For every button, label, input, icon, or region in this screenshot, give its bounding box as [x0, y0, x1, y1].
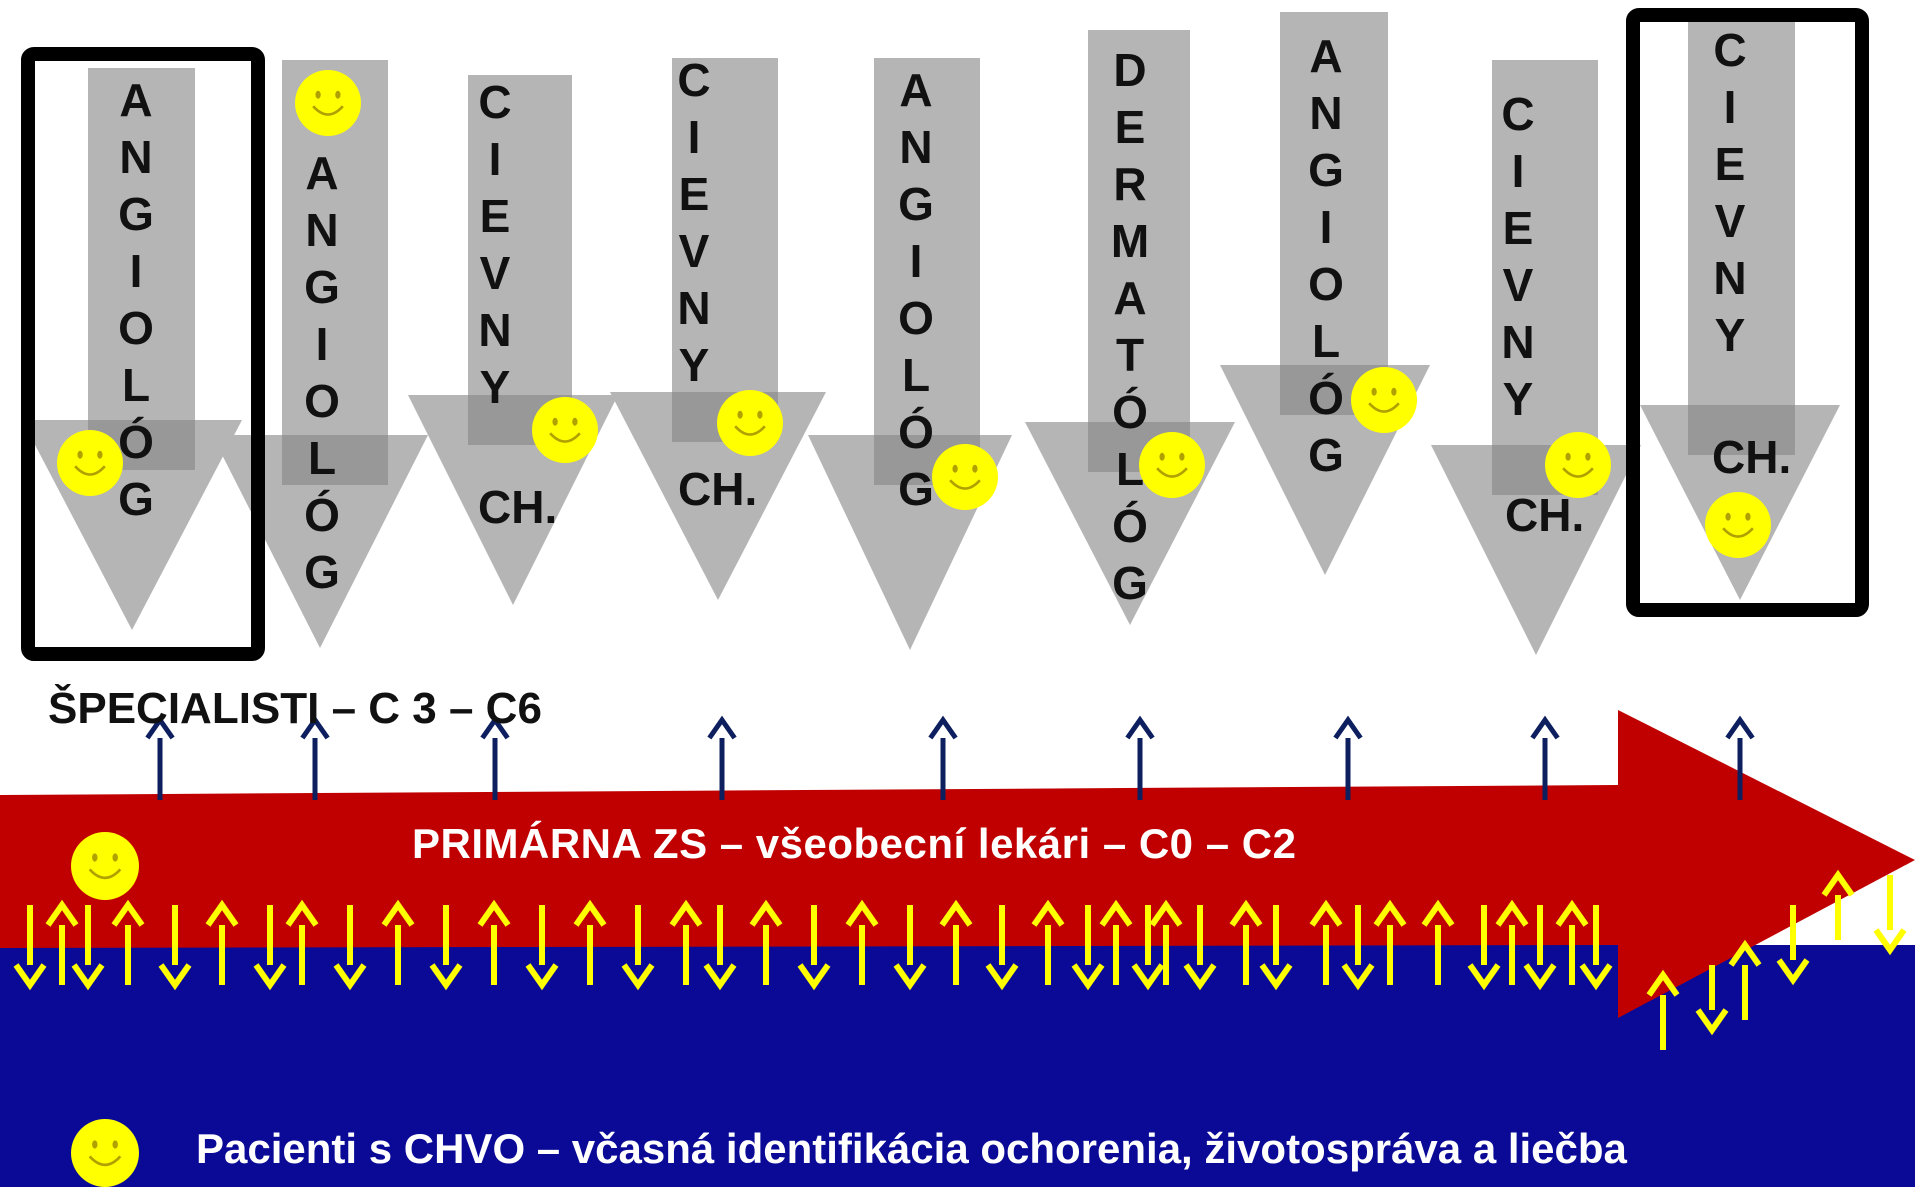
- primarna-label: PRIMÁRNA ZS – všeobecní lekári – C0 – C2: [412, 820, 1297, 867]
- up-arrow-icon: [939, 899, 973, 985]
- down-arrow-icon: [797, 905, 831, 991]
- up-arrow-icon: [1728, 939, 1762, 1020]
- up-arrow-icon: [1373, 899, 1407, 985]
- up-arrow-icon: [381, 899, 415, 985]
- down-arrow-icon: [621, 905, 655, 991]
- specialist-letters-6: D E R M A T Ó L Ó G: [1110, 44, 1150, 609]
- down-arrow-icon: [893, 905, 927, 991]
- down-arrow-icon: [71, 905, 105, 991]
- down-arrow-icon: [1695, 965, 1729, 1036]
- up-arrow-icon: [1333, 715, 1363, 800]
- smiley-icon: [532, 397, 598, 463]
- specialist-letters-5: A N G I O L Ó G: [898, 64, 934, 515]
- up-arrow-icon: [45, 899, 79, 985]
- up-arrow-icon: [1646, 969, 1680, 1050]
- smiley-icon: [57, 430, 123, 496]
- smiley-icon: [1139, 432, 1205, 498]
- down-arrow-icon: [1579, 905, 1613, 991]
- up-arrow-icon: [145, 715, 175, 800]
- specialist-suffix-4: CH.: [678, 463, 758, 515]
- patient-flow-arrows: [13, 869, 1907, 1050]
- up-arrow-icon: [300, 715, 330, 800]
- down-arrow-icon: [525, 905, 559, 991]
- specialist-suffix-9: CH.: [1712, 431, 1792, 483]
- up-arrow-icon: [480, 715, 510, 800]
- up-arrow-icon: [1149, 899, 1183, 985]
- smiley-icon: [1705, 492, 1771, 558]
- smiley-icon: [932, 444, 998, 510]
- up-arrow-icon: [285, 899, 319, 985]
- down-arrow-icon: [1873, 875, 1907, 956]
- up-arrow-icon: [669, 899, 703, 985]
- highlight-box-left: [21, 47, 265, 661]
- up-arrow-icon: [845, 899, 879, 985]
- up-arrow-icon: [1555, 899, 1589, 985]
- specialist-letters-1: A N G I O L Ó G: [118, 74, 154, 525]
- specialist-letters-4: C I E V N Y: [677, 54, 711, 391]
- up-arrow-icon: [928, 715, 958, 800]
- specialist-letters-7: A N G I O L Ó G: [1308, 30, 1344, 481]
- up-arrow-icon: [1421, 899, 1455, 985]
- smiley-icon: [1351, 367, 1417, 433]
- pacienti-label: Pacienti s CHVO – včasná identifikácia o…: [196, 1125, 1627, 1172]
- up-arrow-icon: [1031, 899, 1065, 985]
- up-arrow-icon: [1725, 715, 1755, 800]
- smiley-icons: [57, 70, 1771, 1187]
- highlight-box-right: [1626, 8, 1869, 617]
- down-arrow-icon: [1071, 905, 1105, 991]
- up-arrow-icon: [749, 899, 783, 985]
- up-arrow-icon: [1229, 899, 1263, 985]
- down-arrow-icon: [985, 905, 1019, 991]
- up-arrow-icon: [1309, 899, 1343, 985]
- specialist-suffix-3: CH.: [478, 481, 558, 533]
- down-arrow-icon: [1341, 905, 1375, 991]
- specialist-letters-8: C I E V N Y: [1501, 88, 1535, 425]
- smiley-icon: [71, 1119, 139, 1187]
- specialisti-label: ŠPECIALISTI – C 3 – C6: [48, 684, 542, 733]
- up-arrow-icon: [1495, 899, 1529, 985]
- smiley-icon: [717, 390, 783, 456]
- down-arrow-icon: [1776, 905, 1810, 986]
- highlight-boxes: [21, 8, 1869, 661]
- down-arrow-icon: [158, 905, 192, 991]
- down-arrow-icon: [1131, 905, 1165, 991]
- up-arrow-icon: [1125, 715, 1155, 800]
- up-arrow-icon: [573, 899, 607, 985]
- specialist-letters-3: C I E V N Y: [478, 76, 512, 413]
- down-arrow-icon: [333, 905, 367, 991]
- up-arrow-icon: [1099, 899, 1133, 985]
- specialist-suffix-8: CH.: [1505, 489, 1585, 541]
- down-arrow-icon: [429, 905, 463, 991]
- up-arrow-icon: [1821, 869, 1855, 940]
- smiley-icon: [1545, 432, 1611, 498]
- down-arrow-icon: [1259, 905, 1293, 991]
- down-arrow-icon: [1523, 905, 1557, 991]
- down-arrow-icon: [703, 905, 737, 991]
- up-arrow-icon: [111, 899, 145, 985]
- down-arrow-icon: [253, 905, 287, 991]
- smiley-icon: [71, 832, 139, 900]
- down-arrow-icon: [1467, 905, 1501, 991]
- down-arrow-icon: [1183, 905, 1217, 991]
- referral-arrows: [145, 715, 1755, 800]
- up-arrow-icon: [477, 899, 511, 985]
- down-arrow-icon: [13, 905, 47, 991]
- smiley-icon: [295, 70, 361, 136]
- specialist-letters-9: C I E V N Y: [1713, 24, 1747, 361]
- up-arrow-icon: [205, 899, 239, 985]
- up-arrow-icon: [707, 715, 737, 800]
- specialist-letters-2: A N G I O L Ó G: [304, 147, 340, 598]
- up-arrow-icon: [1530, 715, 1560, 800]
